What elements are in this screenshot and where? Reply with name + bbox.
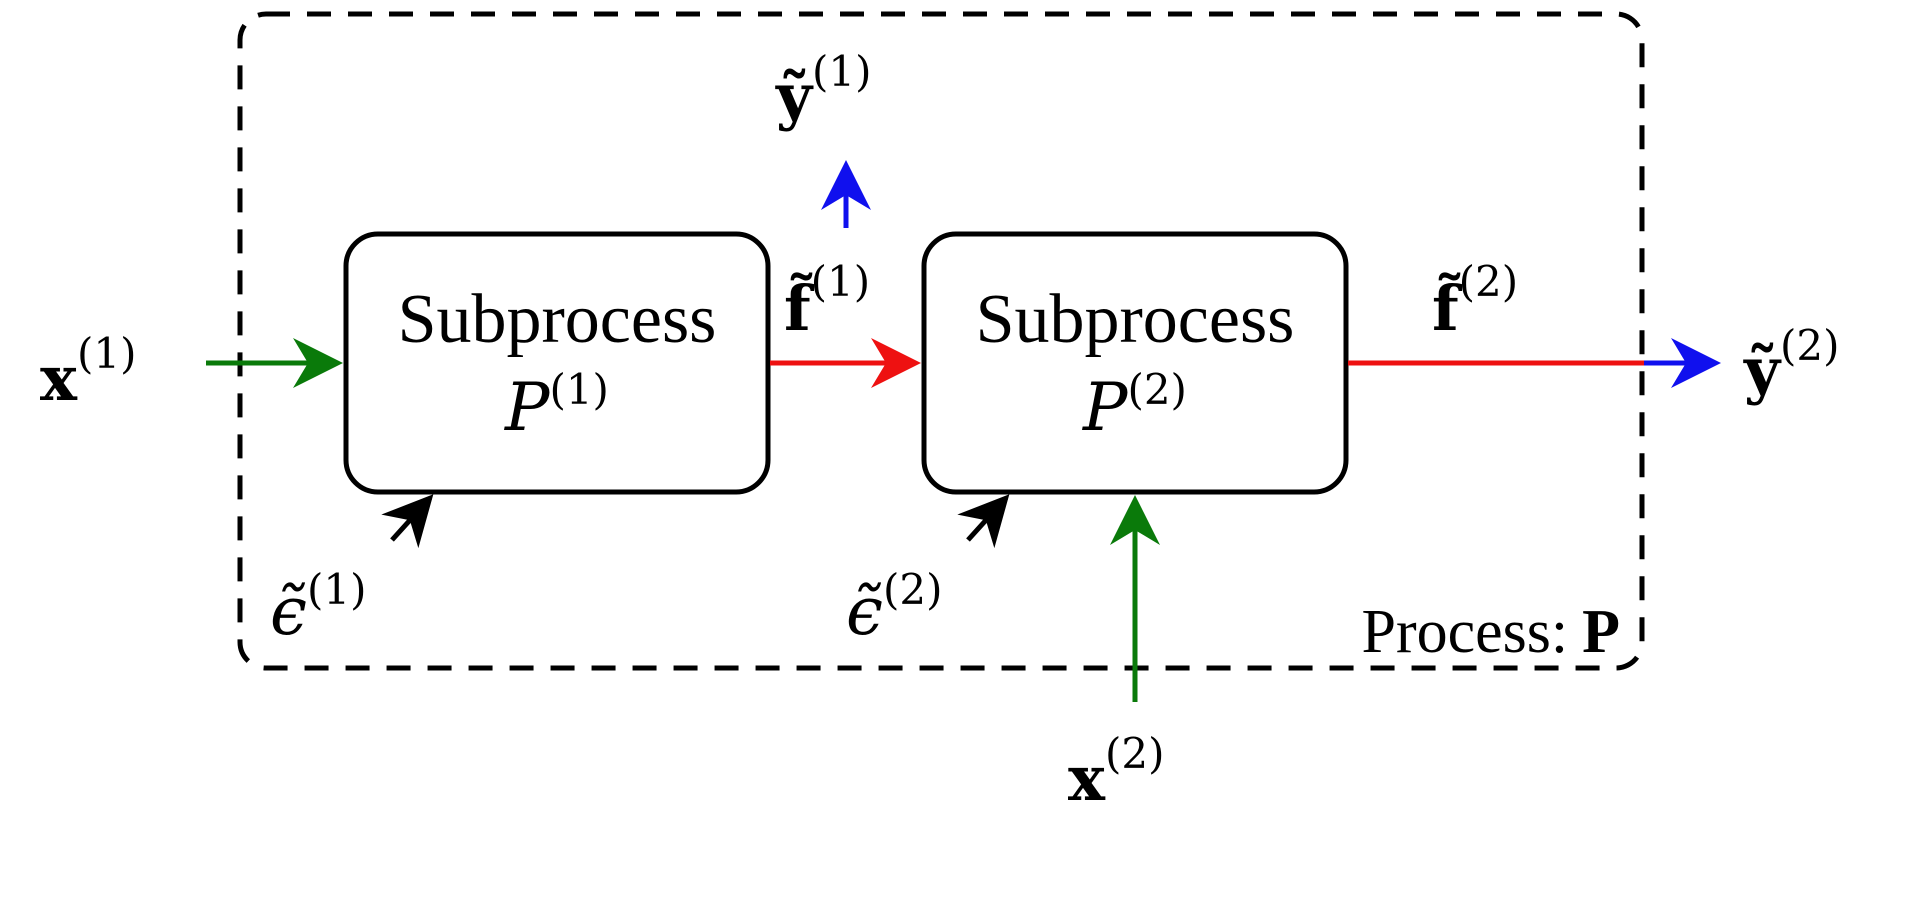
svg-text:P(2): P(2)	[1082, 365, 1187, 446]
input-1-label: x(1)	[40, 329, 136, 415]
subprocess-2-box: Subprocess P(2)	[921, 231, 1349, 495]
subprocess-1-box: Subprocess P(1)	[343, 231, 771, 495]
subprocess-1-symbol: P	[504, 369, 551, 446]
input-2-label: x(2)	[1068, 729, 1164, 815]
subprocess-2-symbol: P	[1082, 369, 1129, 446]
flow-1-label: f̃(1)	[784, 257, 870, 345]
subprocess-1-title: Subprocess	[398, 281, 717, 358]
noise-2-label: ϵ̃(2)	[846, 565, 942, 650]
flow-2-label: f̃(2)	[1432, 257, 1518, 345]
noise-1-label: ϵ̃(1)	[270, 565, 366, 650]
subprocess-1-index: (1)	[549, 365, 609, 414]
noise-2-arrow	[957, 494, 1010, 549]
subprocess-2-title: Subprocess	[976, 281, 1295, 358]
process-caption: Process:P	[1361, 598, 1620, 666]
subprocess-2-index: (2)	[1127, 365, 1187, 414]
output-2-label: ỹ(2)	[1743, 321, 1840, 407]
noise-1-arrow	[381, 494, 434, 549]
output-1-label: ỹ(1)	[775, 47, 872, 133]
process-boundary	[237, 11, 1645, 671]
svg-text:P(1): P(1)	[504, 365, 609, 446]
